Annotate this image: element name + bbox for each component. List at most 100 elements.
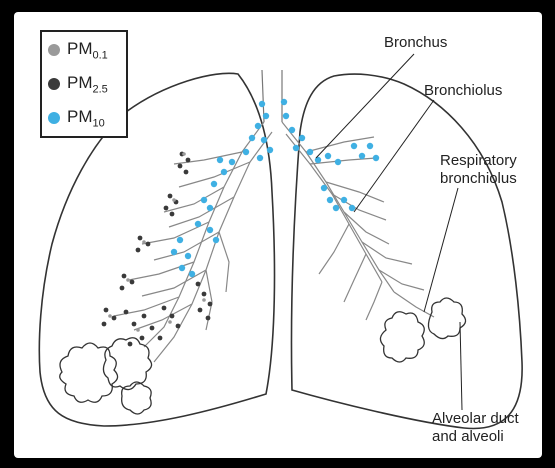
pm01-particle [172, 198, 176, 202]
figure-frame: PM0.1 PM2.5 PM10 Bronchus Bronchiolus Re… [14, 12, 542, 458]
pm25-particle [135, 247, 141, 253]
pm10-particle [366, 142, 374, 150]
pm10-particle [282, 112, 290, 120]
pm25-particle [121, 273, 127, 279]
pm25-particle [157, 335, 163, 341]
pm10-particle [206, 204, 214, 212]
legend-label: PM10 [67, 106, 105, 130]
pm25-particle [127, 341, 133, 347]
pm01-particle [182, 152, 186, 156]
pm25-particle [167, 193, 173, 199]
pm01-particle [202, 298, 206, 302]
pm01-particles [108, 152, 206, 332]
pm01-particle [108, 314, 112, 318]
bronchus-label: Bronchus [384, 34, 448, 51]
pm25-particle [183, 169, 189, 175]
pm25-particle [177, 163, 183, 169]
pm01-particle [136, 328, 140, 332]
pm10-particle [212, 236, 220, 244]
pm10-particle [266, 146, 274, 154]
pm10-particle [314, 156, 322, 164]
pm25-particle [103, 307, 109, 313]
pm10-particle [258, 100, 266, 108]
pm10-particle [292, 144, 300, 152]
alveoli-left [59, 337, 153, 415]
right-lung-outline [290, 73, 523, 430]
pm25-particle [161, 305, 167, 311]
respiratory-bronchiolus-leader [423, 187, 459, 313]
legend: PM0.1 PM2.5 PM10 [40, 30, 128, 138]
pm25-particle [137, 235, 143, 241]
legend-label: PM0.1 [67, 38, 108, 62]
alveolar-leader [459, 321, 463, 411]
pm25-particle [163, 205, 169, 211]
pm10-particle [210, 180, 218, 188]
pm10-particle [358, 152, 366, 160]
legend-item-pm25: PM2.5 [48, 72, 108, 96]
bronchiolus-leader [353, 99, 435, 213]
pm25-particle [101, 321, 107, 327]
pm25-particle [145, 241, 151, 247]
pm25-particle [129, 279, 135, 285]
pm10-particle [254, 122, 262, 130]
pm25-particle [119, 285, 125, 291]
leader-lines [315, 53, 463, 411]
pm10-particle [228, 158, 236, 166]
pm10-particle [188, 270, 196, 278]
pm25-particle [123, 309, 129, 315]
pm10-particle [248, 134, 256, 142]
legend-label: PM2.5 [67, 72, 108, 96]
pm01-particle [126, 278, 130, 282]
pm25-particle [169, 211, 175, 217]
pm10-particle [216, 156, 224, 164]
alveolar-label-line1: Alveolar duct [432, 410, 519, 427]
pm25-particle [205, 315, 211, 321]
pm10-particle [320, 184, 328, 192]
pm10-particle [200, 196, 208, 204]
pm25-particle [141, 313, 147, 319]
bronchus-leader [315, 53, 415, 159]
pm10-particle [306, 148, 314, 156]
lung-diagram [38, 53, 523, 430]
pm10-particle [332, 204, 340, 212]
pm10-particle [340, 196, 348, 204]
trachea [261, 69, 283, 123]
pm25-particle [195, 281, 201, 287]
pm25-particle [169, 313, 175, 319]
pm10-particle [256, 154, 264, 162]
respiratory-bronchiolus-label-line2: bronchiolus [440, 170, 517, 187]
respiratory-bronchiolus-label-line1: Respiratory [440, 152, 517, 169]
pm10-swatch [48, 112, 60, 124]
pm01-particle [168, 320, 172, 324]
pm10-particle [176, 236, 184, 244]
pm25-particles [101, 151, 213, 347]
pm10-particle [178, 264, 186, 272]
pm25-particle [175, 323, 181, 329]
pm01-swatch [48, 44, 60, 56]
pm10-particle [288, 126, 296, 134]
pm01-particle [142, 240, 146, 244]
right-bronchial-tree [281, 121, 435, 321]
left-bronchial-tree [113, 121, 273, 363]
pm25-particle [131, 321, 137, 327]
pm10-particle [194, 220, 202, 228]
pm10-particle [372, 154, 380, 162]
pm25-particle [197, 307, 203, 313]
alveoli-right [379, 297, 467, 363]
pm10-particle [220, 168, 228, 176]
pm25-swatch [48, 78, 60, 90]
alveolar-label-line2: and alveoli [432, 428, 504, 445]
pm10-particle [184, 252, 192, 260]
legend-item-pm10: PM10 [48, 106, 105, 130]
pm25-particle [201, 291, 207, 297]
pm25-particle [207, 301, 213, 307]
bronchiolus-label: Bronchiolus [424, 82, 503, 99]
pm10-particle [242, 148, 250, 156]
pm10-particle [324, 152, 332, 160]
pm10-particles [170, 98, 380, 278]
pm10-particle [280, 98, 288, 106]
pm10-particle [334, 158, 342, 166]
pm10-particle [298, 134, 306, 142]
pm10-particle [170, 248, 178, 256]
pm25-particle [185, 157, 191, 163]
